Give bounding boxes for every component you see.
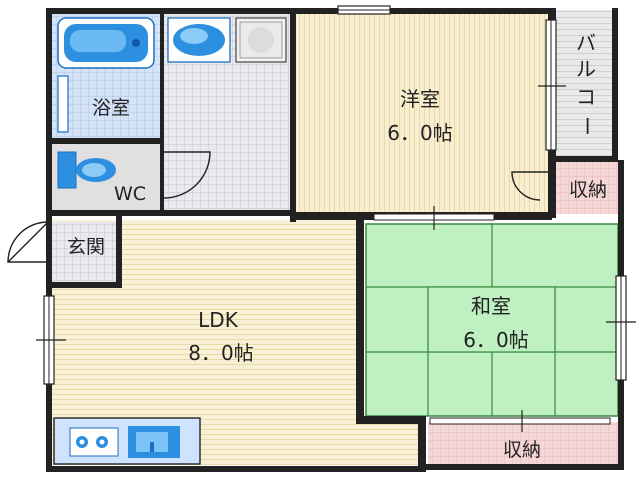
closet-lower-floor (428, 422, 620, 468)
ldk-label: LDK (198, 308, 239, 332)
closet-upper-label: 収納 (569, 179, 607, 201)
bath-label: 浴室 (92, 97, 130, 119)
windows (36, 5, 636, 385)
sliding-doors (373, 206, 611, 432)
balcony-char-4: ー (575, 116, 599, 136)
japanese-room-label: 和室 (471, 294, 511, 318)
western-room-floor (296, 14, 550, 216)
balcony-char-3: コ (576, 85, 596, 109)
bath-washer-icon (57, 75, 69, 133)
western-room-label: 洋室 (400, 87, 440, 111)
doors (7, 151, 552, 263)
entrance-label: 玄関 (67, 236, 105, 258)
balcony-char-1: バ (576, 31, 596, 55)
balcony-label: バ ル コ ー (575, 31, 599, 136)
balcony-floor (556, 10, 614, 158)
bathtub-icon (57, 17, 155, 69)
tatami-room (365, 223, 619, 417)
toilet-icon (57, 151, 116, 189)
balcony-char-2: ル (576, 57, 596, 81)
washing-machine-icon (235, 17, 287, 63)
closet-lower-label: 収納 (503, 439, 541, 461)
entrance-floor (52, 222, 116, 284)
washbasin-icon (167, 17, 231, 63)
japanese-room-size: 6．0帖 (463, 328, 528, 352)
western-room-size: 6．0帖 (387, 121, 452, 145)
ldk-size: 8．0帖 (188, 341, 253, 365)
wc-label: WC (114, 183, 146, 205)
kitchen-counter (53, 417, 201, 465)
closet-upper-floor (555, 162, 621, 214)
